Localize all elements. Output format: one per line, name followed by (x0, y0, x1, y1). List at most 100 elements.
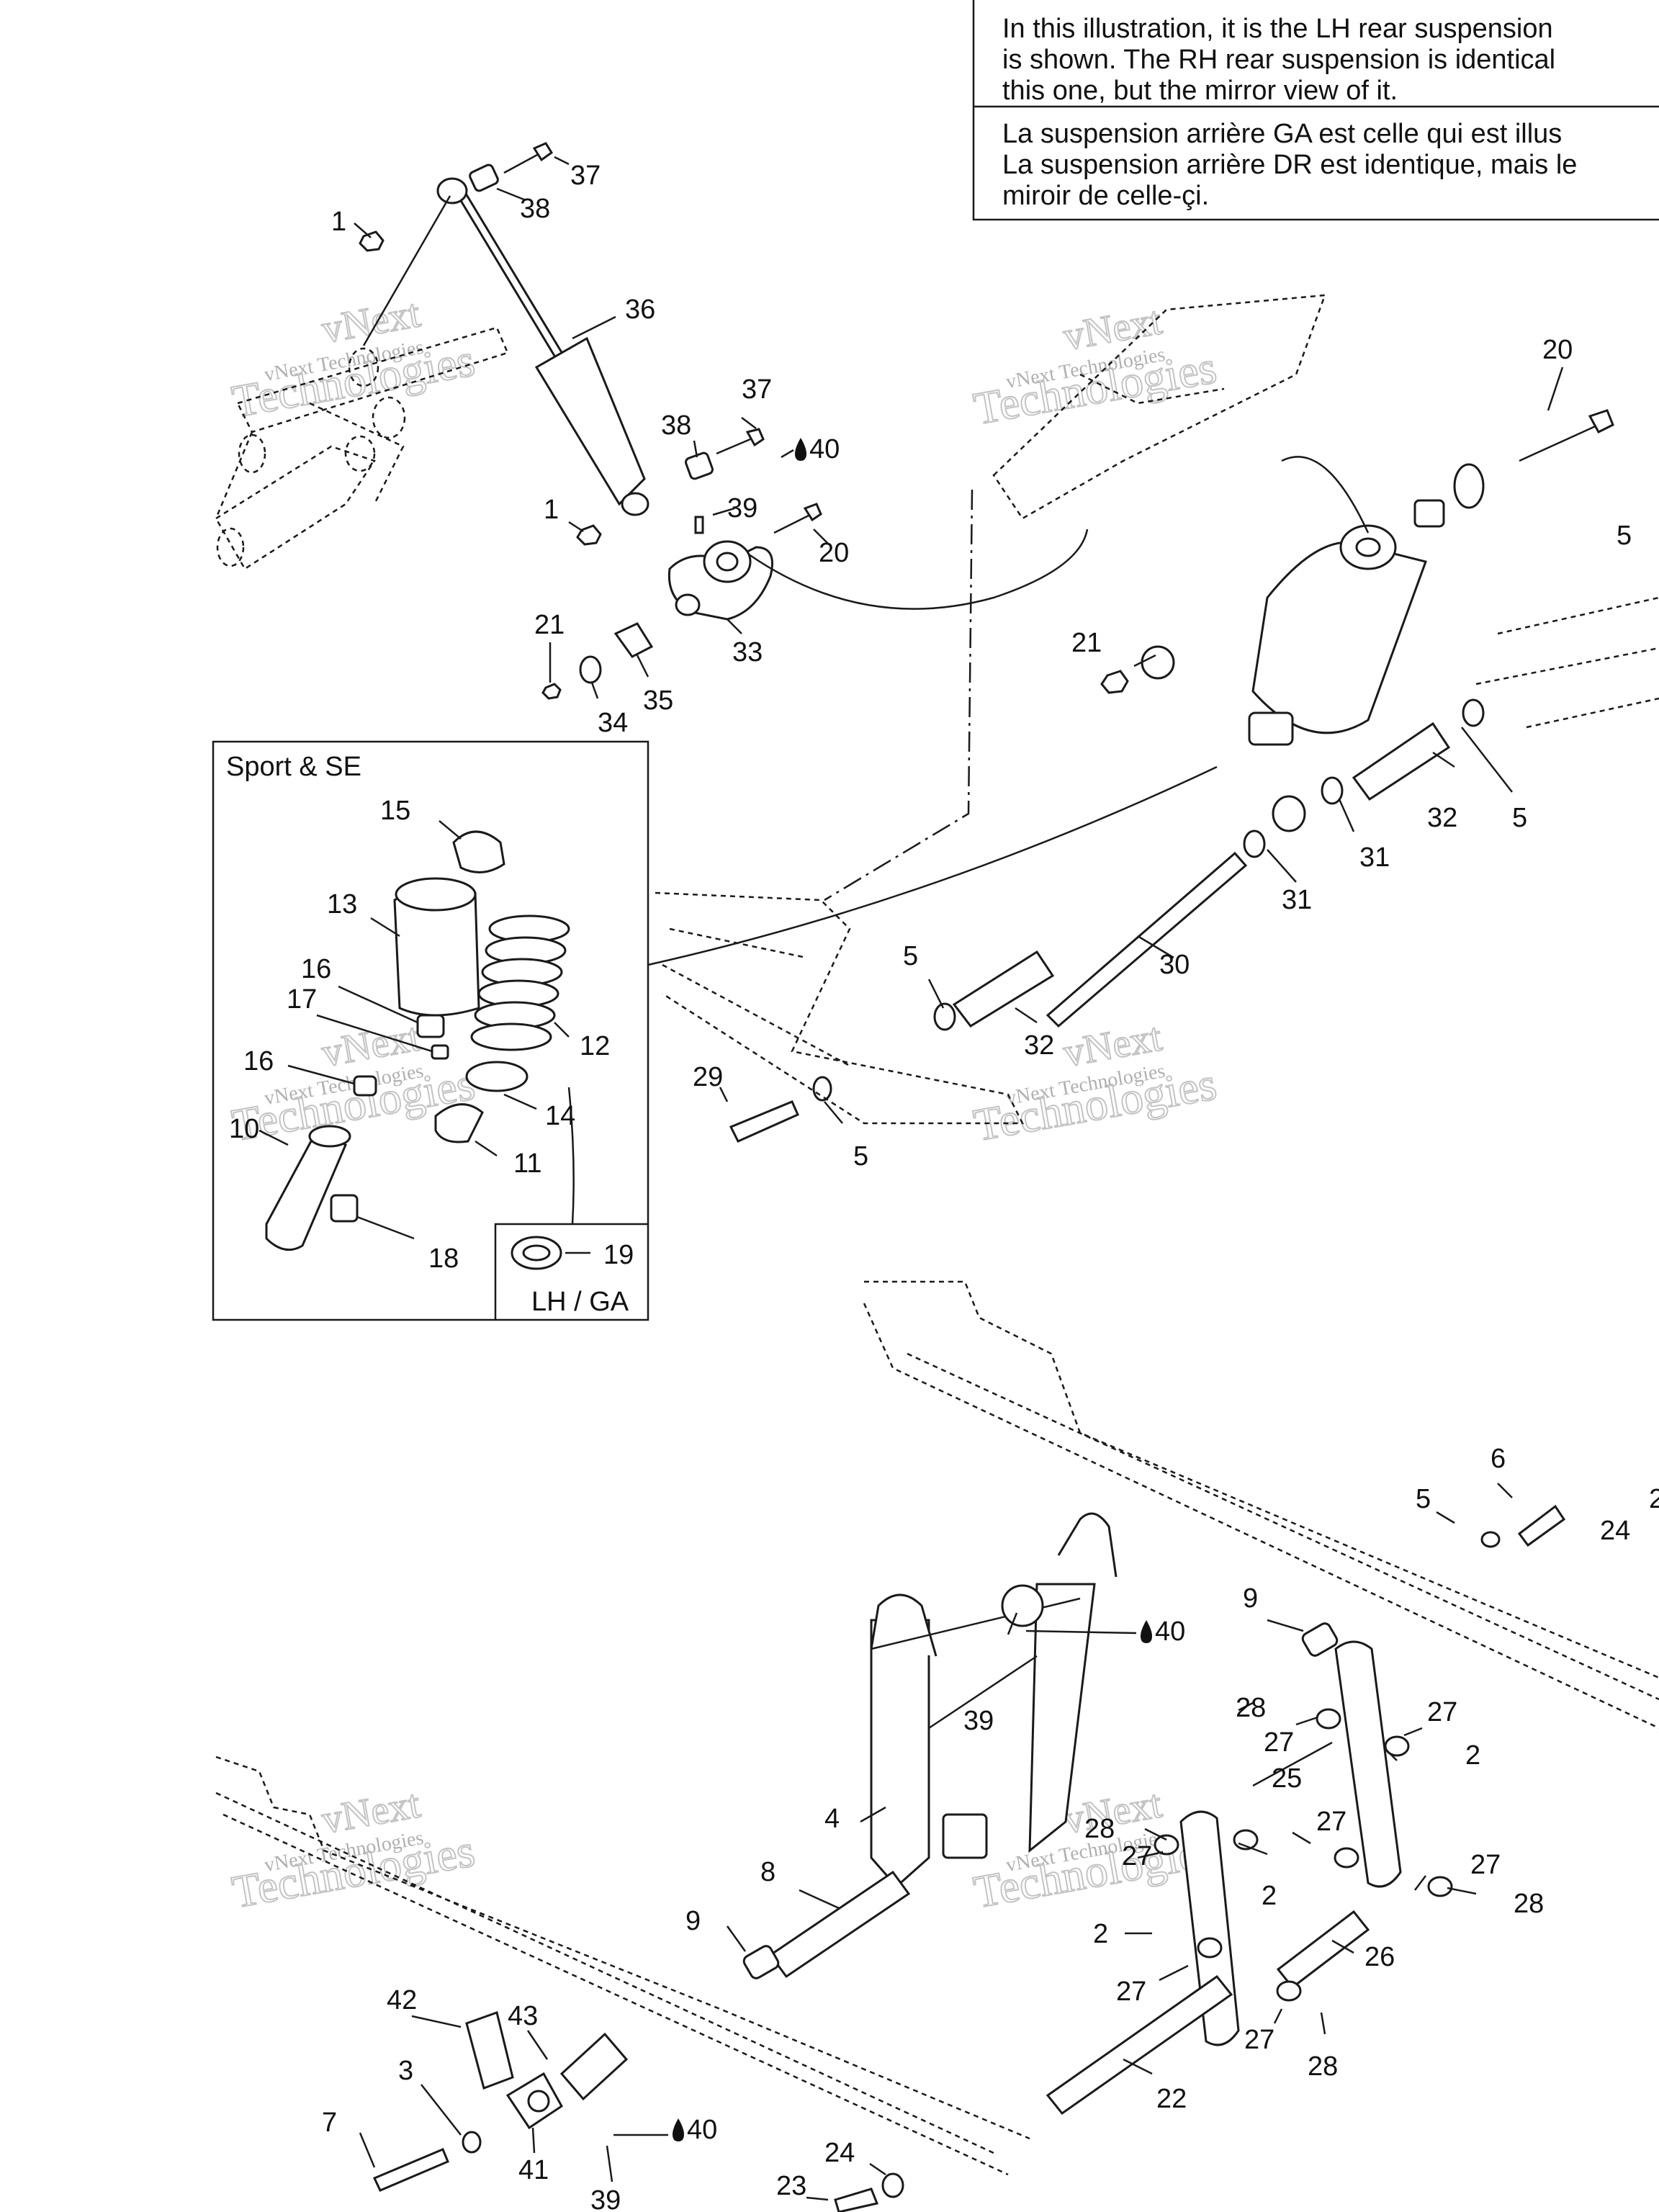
callout-13: 13 (327, 889, 357, 920)
shaft-8 (768, 1870, 911, 1979)
callout-28-bottom: 28 (1308, 2051, 1338, 2082)
washer-5-c (933, 1002, 956, 1031)
callout-34: 34 (598, 708, 628, 738)
callout-28-right: 28 (1514, 1889, 1544, 1919)
callout-4: 4 (824, 1804, 840, 1834)
callout-27-d: 27 (1122, 1841, 1152, 1871)
nut-1-top (359, 230, 385, 252)
bushing-38-top (469, 163, 499, 192)
nut-21-left (541, 683, 562, 700)
bolt-37-top (503, 142, 554, 174)
link-washers-27 (1154, 1708, 1453, 2002)
callout-9-right: 9 (1243, 1583, 1258, 1614)
callout-5-center: 5 (903, 941, 918, 971)
bolt-7 (372, 2148, 449, 2192)
callout-15: 15 (380, 796, 410, 826)
callout-21-right: 21 (1071, 628, 1102, 658)
insert-42 (465, 2011, 514, 2090)
callout-16-bottom: 16 (243, 1046, 274, 1076)
callout-39-lower: 39 (963, 1706, 994, 1736)
callout-41: 41 (518, 2155, 549, 2185)
inset-title: Sport & SE (226, 752, 361, 782)
callout-2-edge: 2 (1649, 1484, 1659, 1514)
washer-5-e (1480, 1531, 1501, 1548)
washer-24-bottom (881, 2172, 904, 2198)
callout-2-right: 2 (1465, 1740, 1480, 1771)
watermark-4: vNext Technologies vNext Technologies (969, 1014, 1220, 1151)
bolt-23 (834, 2188, 879, 2212)
callout-17: 17 (287, 984, 317, 1015)
callout-24-bottom: 24 (824, 2138, 855, 2168)
bolt-6 (1517, 1504, 1566, 1547)
callout-39-bottom: 39 (590, 2185, 621, 2212)
sport-se-inset: Sport & SE LH / GA (212, 740, 649, 1321)
reference-lines (362, 195, 1370, 1225)
callout-11: 11 (513, 1148, 541, 1179)
callout-5-lower: 5 (853, 1141, 868, 1172)
callout-27-a: 27 (1264, 1727, 1294, 1758)
callout-3: 3 (398, 2056, 413, 2086)
callout-27-f: 27 (1116, 1977, 1146, 2007)
callout-32-right: 32 (1427, 803, 1457, 833)
callout-9-left: 9 (685, 1906, 701, 1936)
callout-7: 7 (322, 2108, 337, 2138)
callout-23: 23 (776, 2171, 806, 2201)
link-25-rear (1334, 1640, 1402, 1888)
note-fr-line-1: La suspension arrière GA est celle qui e… (1002, 119, 1562, 149)
oil-symbol-1: 40 (781, 434, 840, 464)
callout-2-mid: 2 (1262, 1881, 1277, 1911)
callout-27-e: 27 (1470, 1850, 1501, 1880)
note-box: In this illustration, it is the LH rear … (972, 0, 1659, 221)
shaft-22 (1046, 1974, 1233, 2116)
upper-frame-sketch (215, 326, 509, 570)
callout-42: 42 (387, 1985, 417, 2015)
callouts: 37 38 1 36 37 38 39 1 20 21 33 35 34 20 … (229, 161, 1659, 2212)
callout-5-lower-right: 5 (1416, 1484, 1431, 1514)
spring-12 (470, 914, 570, 1051)
washer-31-a (1243, 830, 1266, 858)
callout-5-right: 5 (1512, 803, 1527, 833)
note-en-line-3: this one, but the mirror view of it. (1002, 76, 1398, 106)
callout-24-right: 24 (1600, 1516, 1630, 1546)
sleeve-43 (559, 2032, 629, 2101)
rocker-arm-33 (667, 540, 773, 621)
callout-32-left: 32 (1024, 1030, 1054, 1061)
front-arm-4 (870, 1512, 1118, 1889)
tube-32-right (1352, 721, 1451, 801)
washer-5-b (1462, 698, 1485, 727)
tube-32-left (952, 950, 1055, 1028)
callout-28-mid: 28 (1084, 1814, 1115, 1844)
callout-10: 10 (229, 1114, 259, 1144)
callout-20-mid: 20 (819, 538, 849, 568)
bolt-20-mid (773, 503, 822, 534)
callout-33: 33 (732, 637, 763, 667)
callout-18: 18 (428, 1244, 459, 1274)
oil-symbol-label-2: 40 (1155, 1617, 1185, 1647)
bushing-9-left (742, 1945, 780, 1979)
callout-1-mid: 1 (544, 495, 559, 525)
callout-25: 25 (1272, 1763, 1302, 1794)
rail-right-lower (863, 1280, 1659, 1730)
nut-1-mid (576, 524, 602, 546)
tube-26 (1276, 1910, 1370, 1990)
rail-upper-right (1475, 596, 1659, 729)
cross-shaft-30 (1046, 851, 1248, 1028)
callout-20-right: 20 (1542, 335, 1573, 365)
note-en-line-2: is shown. The RH rear suspension is iden… (1002, 45, 1555, 75)
note-fr-line-2: La suspension arrière DR est identique, … (1002, 150, 1577, 180)
callout-29: 29 (693, 1062, 723, 1092)
callout-8: 8 (760, 1857, 775, 1887)
callout-27-b: 27 (1427, 1697, 1457, 1727)
callout-31-right: 31 (1359, 842, 1390, 873)
bushing-38-mid (685, 451, 714, 480)
shock-absorber-36 (436, 177, 649, 516)
watermark-2: vNext Technologies vNext Technologies (969, 297, 1220, 435)
callout-39-mid: 39 (727, 493, 757, 523)
callout-22: 22 (1156, 2084, 1187, 2114)
note-en-line-1: In this illustration, it is the LH rear … (1002, 14, 1553, 44)
bushing-center (1272, 795, 1306, 832)
washer-5-d (812, 1076, 832, 1102)
oil-symbol-3: 40 (613, 2115, 717, 2145)
rear-shock-assembly (992, 294, 1614, 746)
